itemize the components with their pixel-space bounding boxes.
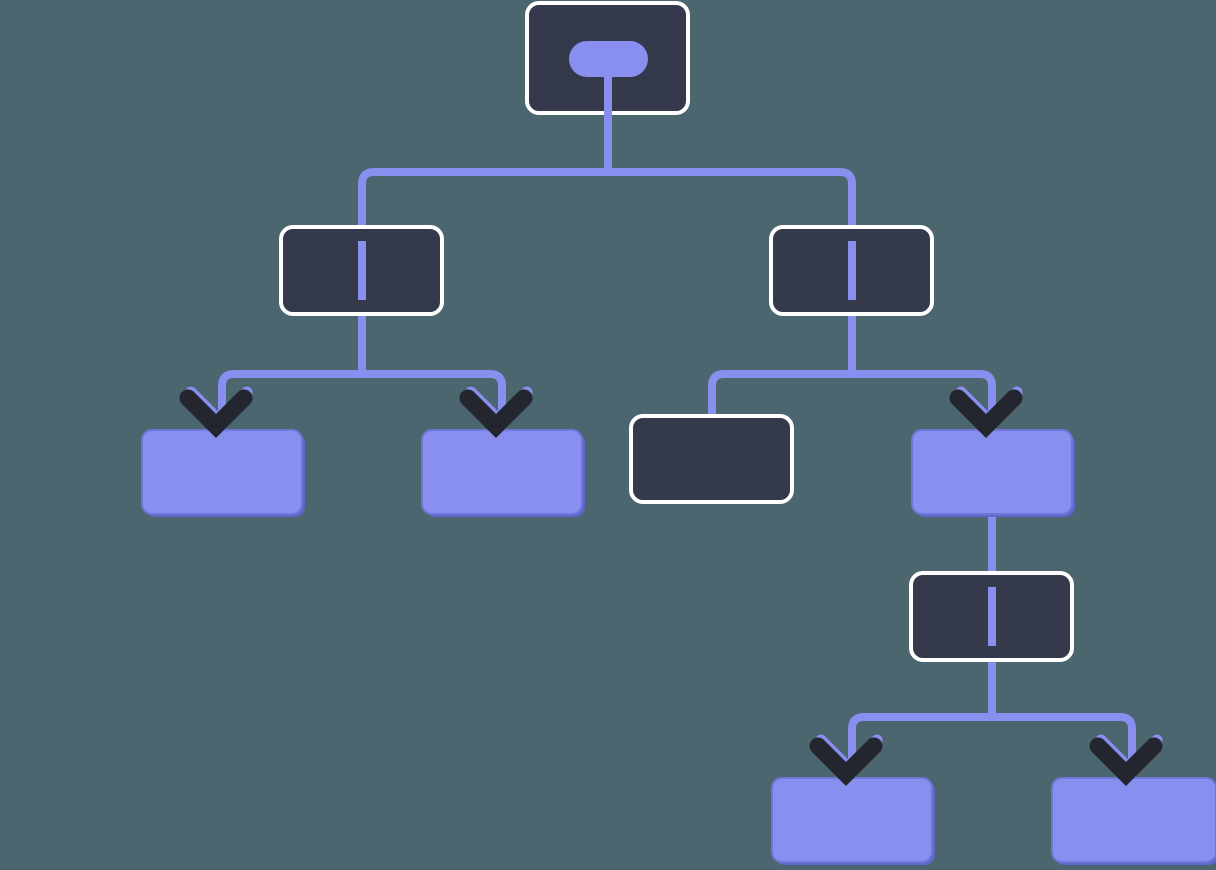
level3-node[interactable] (909, 571, 1074, 662)
leaf-node-f[interactable] (1051, 777, 1216, 865)
node-layer (141, 1, 1216, 865)
arrowhead-dark-icon (459, 389, 533, 439)
arrowhead-icon (809, 734, 883, 787)
leaf-node-a[interactable] (141, 429, 305, 517)
node-inner-connector-line (358, 241, 366, 300)
node-body[interactable] (771, 777, 933, 863)
node-body[interactable] (629, 414, 794, 504)
arrowhead-icon (179, 386, 253, 439)
level1-right-node[interactable] (769, 225, 934, 316)
node-inner-connector-line (848, 241, 856, 300)
edge-level3-to-leaf-e[interactable] (848, 646, 996, 780)
edge-root-to-level1-right[interactable] (604, 113, 856, 300)
node-inner-connector-line (988, 587, 996, 646)
edge-level1-left-to-leaf-a[interactable] (218, 300, 366, 432)
arrowhead-icon (459, 386, 533, 439)
edge-level1-right-to-branch-d[interactable] (848, 300, 996, 432)
node-body[interactable] (141, 429, 303, 515)
edge-level1-right-to-collapsed-dark-node[interactable] (708, 300, 856, 418)
arrowhead-dark-icon (809, 737, 883, 787)
node-body[interactable] (421, 429, 583, 515)
node-body[interactable] (911, 429, 1073, 515)
edge-layer (218, 113, 1136, 780)
leaf-node-b[interactable] (421, 429, 585, 517)
node-body[interactable] (1051, 777, 1216, 863)
level1-left-node[interactable] (279, 225, 444, 316)
edge-level3-to-leaf-f[interactable] (988, 646, 1136, 780)
arrowhead-icon (1089, 734, 1163, 787)
node-inner-pill[interactable] (569, 41, 648, 77)
arrowhead-dark-icon (949, 389, 1023, 439)
leaf-node-e[interactable] (771, 777, 935, 865)
node-inner-stem (604, 60, 612, 115)
arrowhead-dark-icon (1089, 737, 1163, 787)
arrowhead-layer (179, 386, 1163, 787)
edge-root-to-level1-left[interactable] (358, 113, 612, 300)
arrowhead-icon (949, 386, 1023, 439)
arrowhead-dark-icon (179, 389, 253, 439)
collapsed-dark-node[interactable] (629, 414, 794, 504)
root-node[interactable] (525, 1, 690, 115)
edge-level1-left-to-leaf-b[interactable] (358, 300, 506, 432)
branch-node-d[interactable] (911, 429, 1075, 517)
